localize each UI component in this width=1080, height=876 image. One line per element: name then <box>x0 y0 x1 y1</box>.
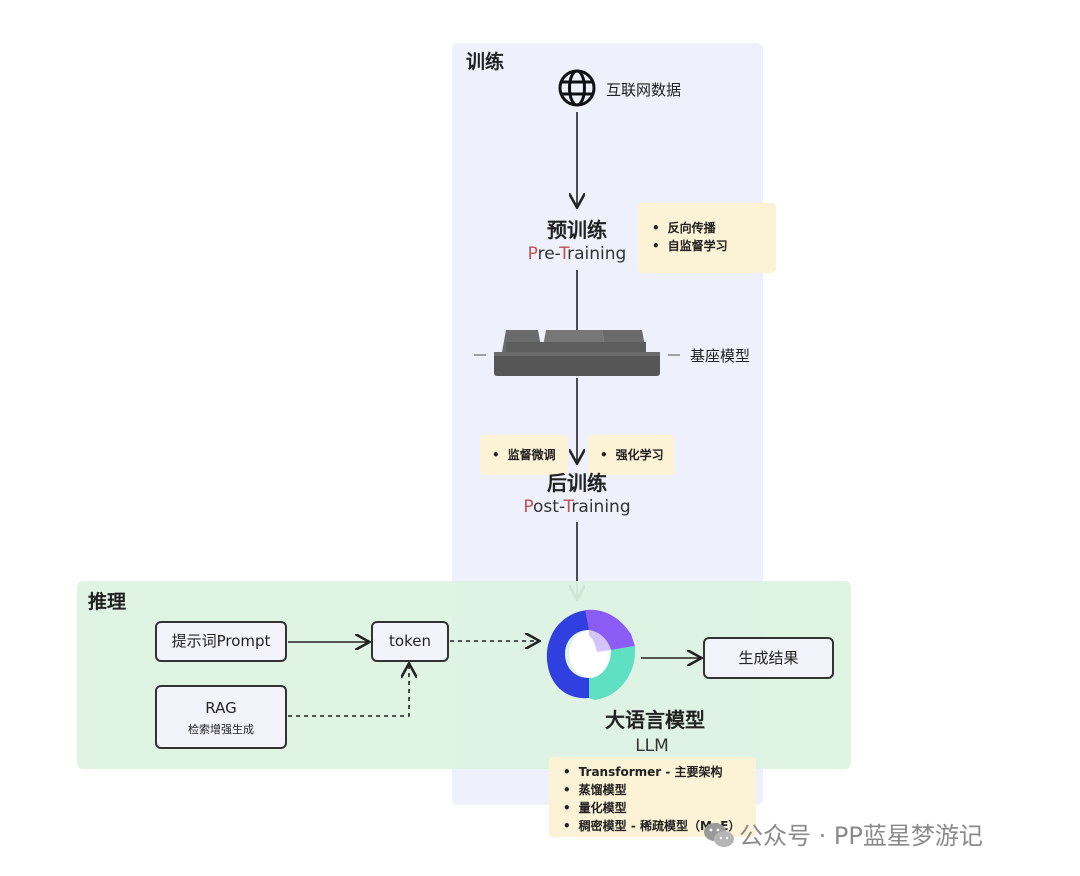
output-box: 生成结果 <box>703 637 834 679</box>
llm-subtitle: LLM <box>635 736 669 756</box>
llm-title: 大语言模型 <box>605 708 705 732</box>
llm-note-item: 量化模型 <box>563 799 756 817</box>
prompt-box: 提示词Prompt <box>155 621 287 662</box>
posttraining-note-item: 强化学习 <box>600 446 674 464</box>
posttraining-note-left: 监督微调 <box>480 435 568 475</box>
rag-box: RAG 检索增强生成 <box>155 685 287 749</box>
pretraining-note-item: 反向传播 <box>652 219 776 237</box>
rag-subtitle: 检索增强生成 <box>188 723 254 736</box>
posttraining-note-item: 监督微调 <box>492 446 568 464</box>
llm-note-item: Transformer - 主要架构 <box>563 763 756 781</box>
training-section-title: 训练 <box>466 51 505 73</box>
rag-title: RAG <box>205 699 237 717</box>
llm-logo-icon <box>545 606 637 702</box>
data-source-label: 互联网数据 <box>606 81 682 99</box>
llm-note-item: 蒸馏模型 <box>563 781 756 799</box>
llm-note-item: 稠密模型 - 稀疏模型（MoE） <box>563 817 756 835</box>
globe-icon <box>557 68 597 108</box>
posttraining-title: 后训练 <box>547 471 607 495</box>
inference-section-title: 推理 <box>88 591 127 613</box>
watermark-text: 公众号 · PP蓝星梦游记 <box>739 822 983 850</box>
arrow-rag-to-token <box>288 665 409 717</box>
keyboard-icon <box>492 328 662 380</box>
posttraining-subtitle: Post-Training <box>523 497 631 517</box>
pretraining-notes: 反向传播 自监督学习 <box>638 203 776 273</box>
llm-notes: Transformer - 主要架构 蒸馏模型 量化模型 稠密模型 - 稀疏模型… <box>549 757 756 837</box>
pretraining-subtitle: Pre-Training <box>527 244 627 264</box>
wechat-icon <box>702 820 736 850</box>
base-model-label: 基座模型 <box>690 347 751 365</box>
posttraining-note-right: 强化学习 <box>588 435 674 475</box>
pretraining-title: 预训练 <box>547 218 607 242</box>
pretraining-note-item: 自监督学习 <box>652 237 776 255</box>
token-box: token <box>371 621 449 662</box>
